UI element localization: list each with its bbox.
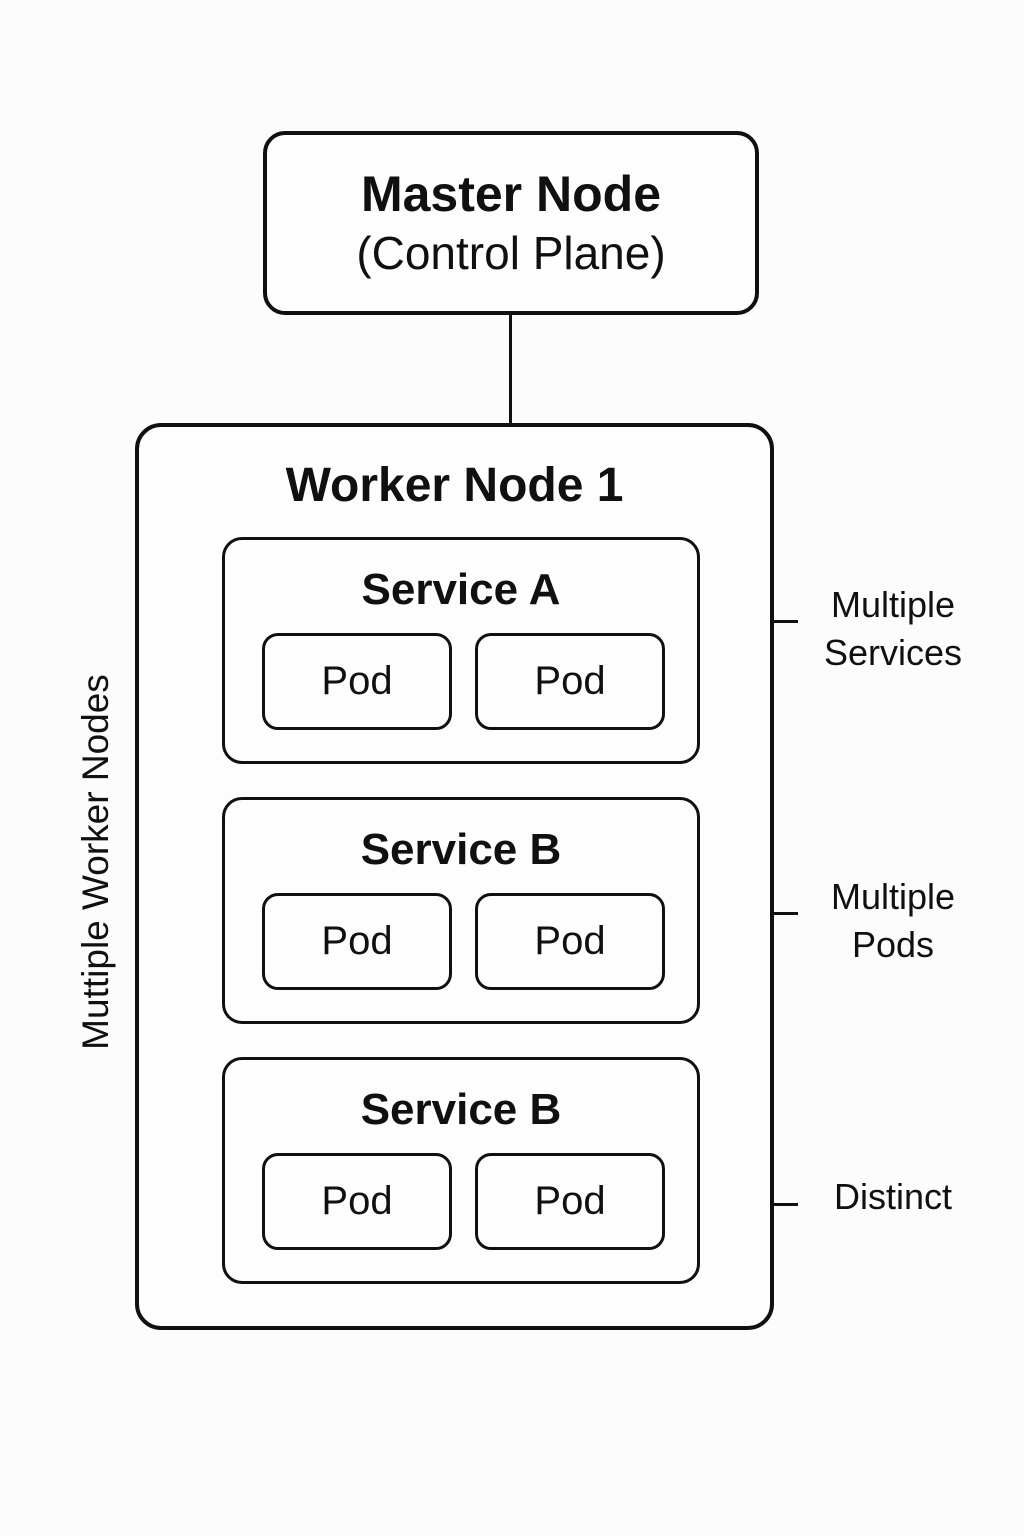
master-node-subtitle: (Control Plane) — [356, 227, 666, 280]
service-b-box-2: Service B Pod Pod — [222, 1057, 700, 1284]
service-b-title: Service B — [360, 825, 562, 874]
multiple-pods-label: Multiple Pods — [798, 873, 988, 969]
multiple-services-label-line1: Multiple — [830, 584, 956, 625]
distinct-label-line1: Distinct — [833, 1176, 953, 1217]
multiple-services-tick-line — [771, 620, 798, 623]
pod-box: Pod — [475, 893, 665, 990]
distinct-label: Distinct — [798, 1173, 988, 1221]
service-a-title: Service A — [361, 565, 561, 614]
multiple-pods-tick-line — [771, 912, 798, 915]
multiple-pods-label-line2: Pods — [851, 924, 935, 965]
multiple-pods-label-line1: Multiple — [830, 876, 956, 917]
pod-box: Pod — [262, 893, 452, 990]
distinct-tick-line — [771, 1203, 798, 1206]
service-a-box: Service A Pod Pod — [222, 537, 700, 764]
service-b-box: Service B Pod Pod — [222, 797, 700, 1024]
worker-node-box: Worker Node 1 Service A Pod Pod Service … — [135, 423, 774, 1330]
multiple-services-label-line2: Services — [823, 632, 963, 673]
multiple-services-label: Multiple Services — [798, 581, 988, 677]
master-node-box: Master Node (Control Plane) — [263, 131, 759, 315]
master-node-title: Master Node — [360, 166, 662, 223]
pod-box: Pod — [262, 1153, 452, 1250]
pod-box: Pod — [475, 633, 665, 730]
service-b-2-title: Service B — [360, 1085, 562, 1134]
multiple-worker-nodes-label: Muttiple Worker Nodes — [75, 674, 116, 1050]
master-worker-connector-line — [509, 315, 512, 423]
pod-box: Pod — [262, 633, 452, 730]
pod-box: Pod — [475, 1153, 665, 1250]
worker-node-title: Worker Node 1 — [285, 459, 624, 512]
